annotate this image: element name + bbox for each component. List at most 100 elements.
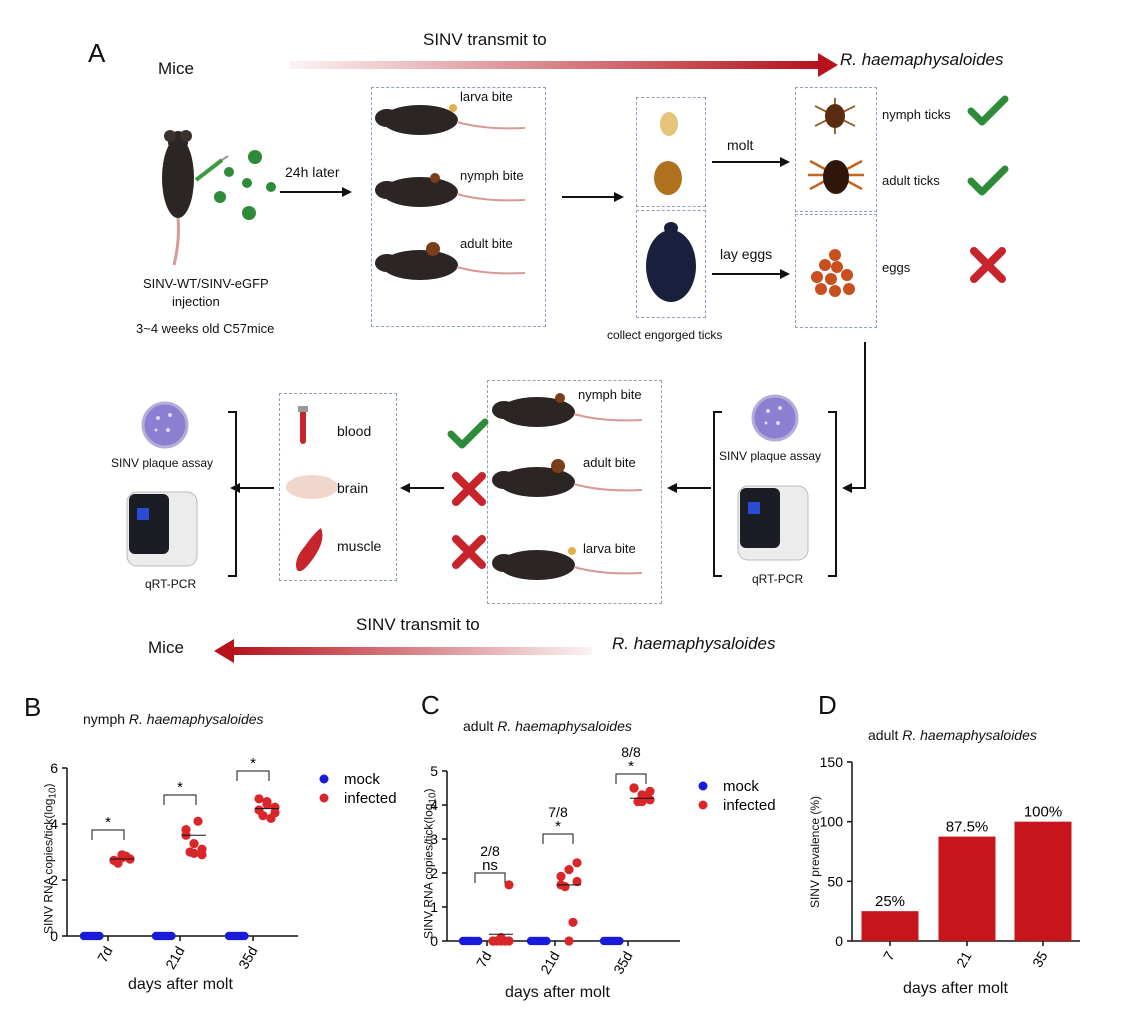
y-tick-label: 50 — [827, 873, 843, 889]
y-tick-label: 4 — [50, 816, 58, 832]
lay-eggs-label: lay eggs — [720, 246, 773, 262]
y-tick-label: 5 — [430, 763, 438, 779]
y-tick-label: 1 — [430, 899, 438, 915]
y-tick-label: 0 — [430, 933, 438, 949]
engorged-larva-icon — [660, 112, 678, 136]
collect-label: collect engorged ticks — [607, 328, 723, 342]
plaque-label-left: SINV plaque assay — [111, 456, 214, 470]
top-bites-box — [371, 87, 546, 327]
tissue-muscle: muscle — [337, 538, 382, 554]
infected-point — [572, 876, 582, 887]
bar-value-label: 25% — [875, 893, 905, 910]
mock-point — [615, 936, 624, 946]
plaque-plate-icon-right — [751, 394, 799, 442]
mouse-adult-icon — [375, 242, 526, 280]
bite-bottom-1: nymph bite — [578, 387, 642, 402]
legend-infected-label: infected — [723, 797, 776, 814]
check-icon — [447, 418, 489, 449]
arrow-to-bites — [280, 187, 352, 197]
qpcr-label-left: qRT-PCR — [145, 577, 197, 591]
top-right-tick-species: R. haemaphysaloides — [840, 50, 1004, 69]
positive-ratio-label: 8/8 — [621, 744, 641, 760]
infected-point — [645, 786, 655, 797]
bar — [861, 911, 919, 941]
panel-d-xlabel: days after molt — [903, 980, 1008, 997]
panel-b-letter: B — [24, 692, 42, 722]
molt-label: molt — [727, 137, 754, 153]
infected-point — [572, 858, 582, 868]
legend-mock-label: mock — [344, 771, 380, 788]
legend-mock-marker — [698, 781, 708, 791]
brain-icon — [286, 475, 338, 499]
molted-ticks-box — [795, 87, 877, 212]
significance-bracket — [236, 770, 270, 781]
bottom-left-mice: Mice — [148, 638, 184, 657]
panel-d-title-species: R. haemaphysaloides — [902, 727, 1037, 743]
infected-point — [504, 880, 514, 890]
infected-point — [564, 936, 574, 946]
mock-point — [542, 936, 551, 946]
legend-infected-marker — [698, 800, 708, 810]
virus-particles-icon — [214, 150, 276, 220]
top-arrow-label: SINV transmit to — [423, 30, 547, 49]
bite-top-1: larva bite — [460, 89, 513, 104]
significance-label: * — [105, 814, 111, 831]
y-tick-label: 100 — [820, 814, 844, 830]
cross-icon — [452, 535, 486, 569]
significance-label: * — [177, 779, 183, 796]
y-tick-label: 6 — [50, 760, 58, 776]
infected-point — [564, 865, 574, 875]
engorged-adult-icon — [646, 222, 696, 302]
qpcr-machine-icon-right — [737, 485, 809, 561]
bar-value-label: 87.5% — [946, 819, 989, 836]
infected-point — [189, 839, 199, 849]
injection-label-2: injection — [172, 294, 220, 309]
bottom-right-tick-species: R. haemaphysaloides — [612, 634, 776, 653]
legend-mock-label: mock — [723, 778, 759, 795]
significance-bracket — [163, 794, 197, 805]
infected-point — [193, 816, 203, 826]
mouse-larva-icon — [375, 104, 526, 135]
panel-d-title-plain: adult — [868, 727, 899, 743]
mouse-larva-bottom-icon — [492, 547, 643, 580]
x-tick-label: 21 — [953, 948, 975, 970]
y-tick-label: 4 — [430, 797, 438, 813]
infected-point — [629, 783, 639, 793]
molt-arrow — [712, 157, 790, 167]
cross-icon — [452, 472, 486, 506]
bite-bottom-2: adult bite — [583, 455, 636, 470]
bottom-bites-box — [487, 380, 662, 604]
infected-point — [496, 933, 506, 943]
significance-label: ns — [482, 857, 498, 874]
engorged-adult-box — [636, 210, 706, 318]
tissues-box — [279, 393, 397, 581]
mock-point — [167, 931, 176, 941]
infected-point — [189, 848, 199, 859]
panel-c-letter: C — [421, 690, 440, 720]
engorged-nymph-icon — [654, 161, 682, 195]
panel-b-title: nymph R. haemaphysaloides — [83, 711, 264, 727]
arrow-to-bottom-bites — [667, 483, 711, 493]
significance-bracket — [474, 872, 506, 883]
later-label: 24h later — [285, 164, 340, 180]
left-analysis-bracket — [228, 411, 237, 577]
x-tick-label: 35 — [1029, 948, 1051, 970]
mouse-adult-bottom-icon — [492, 459, 643, 497]
injection-label-1: SINV-WT/SINV-eGFP — [143, 276, 269, 291]
infected-point — [270, 808, 280, 818]
mock-point — [240, 931, 249, 941]
bar — [1014, 821, 1072, 941]
panel-b-xlabel: days after molt — [128, 976, 233, 993]
panel-c-title-species: R. haemaphysaloides — [497, 718, 632, 734]
significance-label: * — [250, 755, 256, 772]
significance-label: * — [555, 818, 561, 835]
infected-point — [117, 850, 127, 860]
infected-point — [488, 936, 498, 946]
y-tick-label: 2 — [50, 872, 58, 888]
mock-point — [95, 931, 104, 941]
panel-d-letter: D — [818, 690, 837, 720]
infected-point — [254, 794, 264, 804]
y-tick-label: 150 — [820, 754, 844, 770]
flow-down-arrow — [842, 342, 866, 493]
